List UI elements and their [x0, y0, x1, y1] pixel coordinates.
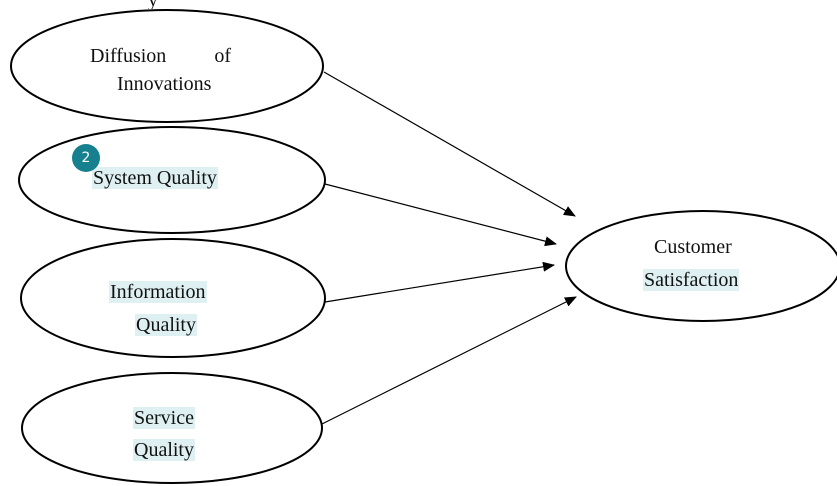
node-service-quality-line1: Service — [133, 407, 195, 429]
node-diffusion-label: Diffusion of — [90, 46, 231, 66]
node-diffusion-line1-word2: of — [214, 45, 231, 67]
cropped-top-text: y — [148, 0, 218, 9]
node-customer-satisfaction-ellipse — [565, 210, 837, 322]
edge-information-quality-to-satisfaction — [324, 261, 555, 303]
node-diffusion-line1-word1: Diffusion — [90, 45, 167, 67]
node-customer-satisfaction-line1: Customer — [654, 236, 732, 258]
annotation-badge[interactable]: 2 — [72, 144, 100, 172]
node-information-quality-line2: Quality — [135, 314, 197, 336]
node-system-quality-text: System Quality — [92, 167, 218, 189]
edge-system-quality-to-satisfaction — [324, 183, 557, 247]
node-customer-satisfaction-line2: Satisfaction — [643, 269, 740, 291]
node-diffusion-ellipse — [10, 9, 324, 123]
node-information-quality-line1: Information — [109, 281, 207, 303]
edge-service-quality-to-satisfaction — [321, 296, 577, 425]
node-diffusion-line2: Innovations — [117, 73, 212, 95]
node-service-quality-line2: Quality — [133, 439, 195, 461]
node-system-quality-label: System Quality — [92, 167, 218, 189]
edge-diffusion-to-satisfaction — [323, 71, 576, 217]
